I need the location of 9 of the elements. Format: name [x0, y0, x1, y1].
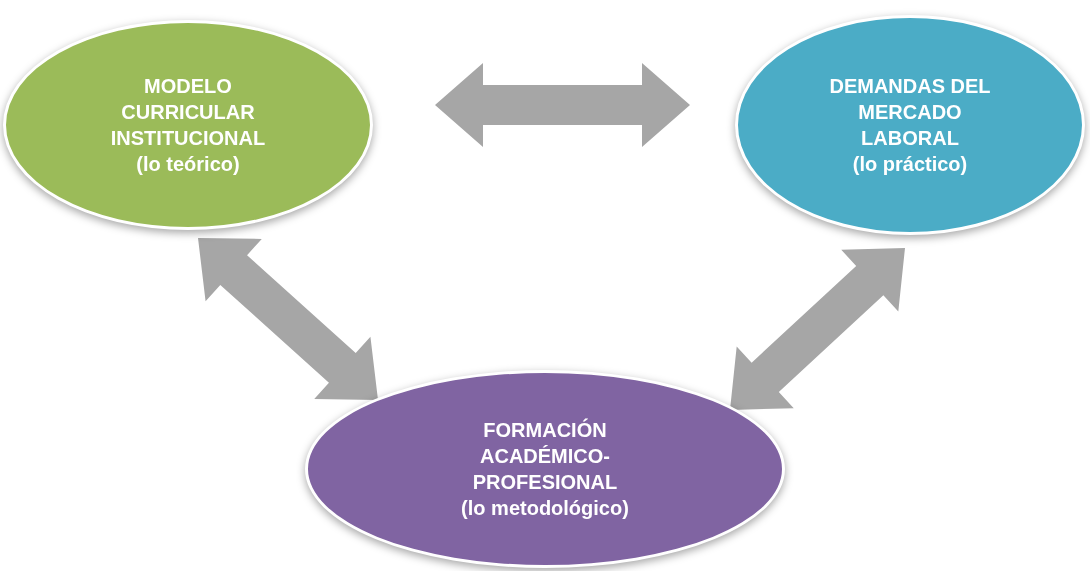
- node-title: DEMANDAS DEL MERCADO LABORAL: [828, 74, 992, 151]
- node-subtitle: (lo práctico): [852, 152, 968, 177]
- double-arrow: [730, 248, 905, 410]
- node-title: FORMACIÓN ACADÉMICO- PROFESIONAL: [471, 417, 619, 495]
- node-subtitle: (lo teórico): [136, 152, 240, 177]
- node-title: MODELO CURRICULAR INSTITUCIONAL: [109, 74, 267, 151]
- node-subtitle: (lo metodológico): [461, 496, 629, 521]
- double-arrow: [198, 238, 378, 400]
- double-arrow: [435, 63, 690, 147]
